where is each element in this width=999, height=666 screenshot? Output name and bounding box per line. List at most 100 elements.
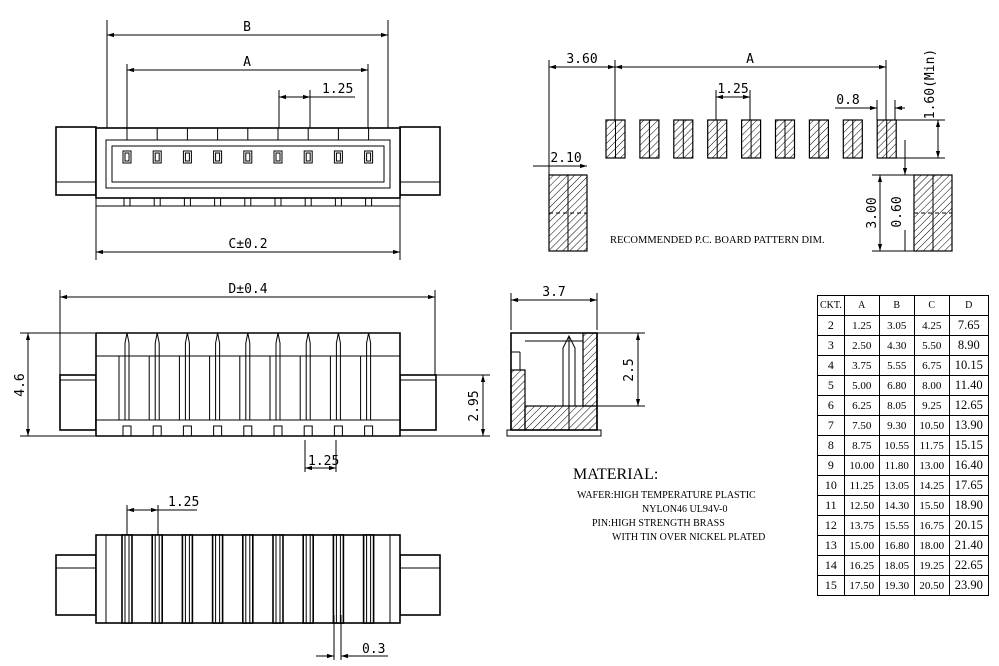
table-cell: 4.30 (878, 335, 915, 356)
contact-tail (214, 197, 222, 207)
side-pin (215, 332, 221, 420)
contact-tail (183, 197, 191, 207)
table-cell: 6.80 (878, 375, 915, 396)
section-height-label: 2.5 (622, 358, 637, 381)
table-cell: 3 (817, 335, 845, 356)
table-cell: 8 (817, 435, 845, 456)
side-pin (184, 332, 190, 420)
table-cell: 18.00 (913, 535, 950, 556)
table-cell: 15.50 (913, 495, 950, 516)
dim-c-label: C±0.2 (228, 237, 267, 252)
bottom-pin (211, 534, 224, 624)
tab-height-label: 3.00 (865, 197, 880, 228)
table-cell: 13 (817, 535, 845, 556)
bottom-pin (121, 534, 133, 624)
header-a: A (843, 295, 880, 316)
material-line-3: PIN:HIGH STRENGTH BRASS (592, 518, 725, 529)
table-cell: 6 (817, 395, 845, 416)
table-cell: 23.90 (948, 575, 989, 596)
pcb-caption: RECOMMENDED P.C. BOARD PATTERN DIM. (610, 235, 825, 246)
table-cell: 14.30 (878, 495, 915, 516)
header-b: B (878, 295, 915, 316)
contact-tail (304, 197, 312, 207)
table-header-row: CKT. A B C D (817, 295, 989, 316)
table-cell: 10.55 (878, 435, 915, 456)
side-pin (335, 332, 341, 420)
table-cell: 13.90 (948, 415, 989, 436)
bottom-pin (151, 534, 163, 624)
pin-width-label: 0.3 (362, 642, 385, 657)
contact-slot (122, 150, 132, 164)
material-line-1: WAFER:HIGH TEMPERATURE PLASTIC (577, 490, 756, 501)
pad-width-label: 0.8 (836, 93, 859, 108)
bottom-pitch-label: 1.25 (168, 495, 199, 510)
header-c: C (913, 295, 950, 316)
table-cell: 9.25 (913, 395, 950, 416)
table-cell: 15.00 (843, 535, 880, 556)
table-cell: 11 (817, 495, 845, 516)
side-view: D±0.4 4.6 2.95 1.25 (13, 282, 490, 472)
section-view: 3.7 2.5 (506, 285, 645, 437)
table-cell: 10.50 (913, 415, 950, 436)
table-cell: 5.55 (878, 355, 915, 376)
table-cell: 12 (817, 515, 845, 536)
table-cell: 13.05 (878, 475, 915, 496)
table-cell: 5.50 (913, 335, 950, 356)
table-cell: 19.30 (878, 575, 915, 596)
contact-slot (273, 150, 283, 164)
table-cell: 5 (817, 375, 845, 396)
bottom-pin (181, 534, 194, 624)
bottom-pin (332, 534, 345, 624)
contact-slot (182, 150, 192, 164)
table-cell: 16.80 (878, 535, 915, 556)
pitch-label: 1.25 (322, 82, 353, 97)
contact-slot (364, 150, 374, 164)
header-d: D (948, 295, 989, 316)
table-cell: 7.50 (843, 415, 880, 436)
table-cell: 2 (817, 315, 845, 336)
contact-slot (303, 150, 313, 164)
pcb-offset-label: 3.60 (566, 52, 597, 67)
table-cell: 15.55 (878, 515, 915, 536)
table-cell: 20.15 (948, 515, 989, 536)
side-pin (245, 332, 251, 420)
dim-b-label: B (243, 20, 251, 35)
side-pin (154, 332, 160, 420)
table-cell: 1.25 (843, 315, 880, 336)
table-cell: 14.25 (913, 475, 950, 496)
table-cell: 8.90 (948, 335, 989, 356)
table-cell: 8.00 (913, 375, 950, 396)
table-cell: 8.75 (843, 435, 880, 456)
dim-a-label: A (243, 55, 251, 70)
material-line-4: WITH TIN OVER NICKEL PLATED (612, 532, 765, 543)
table-cell: 21.40 (948, 535, 989, 556)
bottom-pin (302, 534, 315, 624)
table-cell: 8.05 (878, 395, 915, 416)
contact-tail (153, 197, 161, 207)
table-cell: 11.80 (878, 455, 915, 476)
table-cell: 16.40 (948, 455, 989, 476)
contact-slot (243, 150, 253, 164)
table-cell: 16.25 (843, 555, 880, 576)
table-cell: 10.00 (843, 455, 880, 476)
table-cell: 17.50 (843, 575, 880, 596)
contact-slot (213, 150, 223, 164)
table-cell: 4.25 (913, 315, 950, 336)
table-cell: 3.75 (843, 355, 880, 376)
table-cell: 3.05 (878, 315, 915, 336)
bottom-pin (242, 534, 254, 624)
tab-width-label: 2.10 (550, 151, 581, 166)
